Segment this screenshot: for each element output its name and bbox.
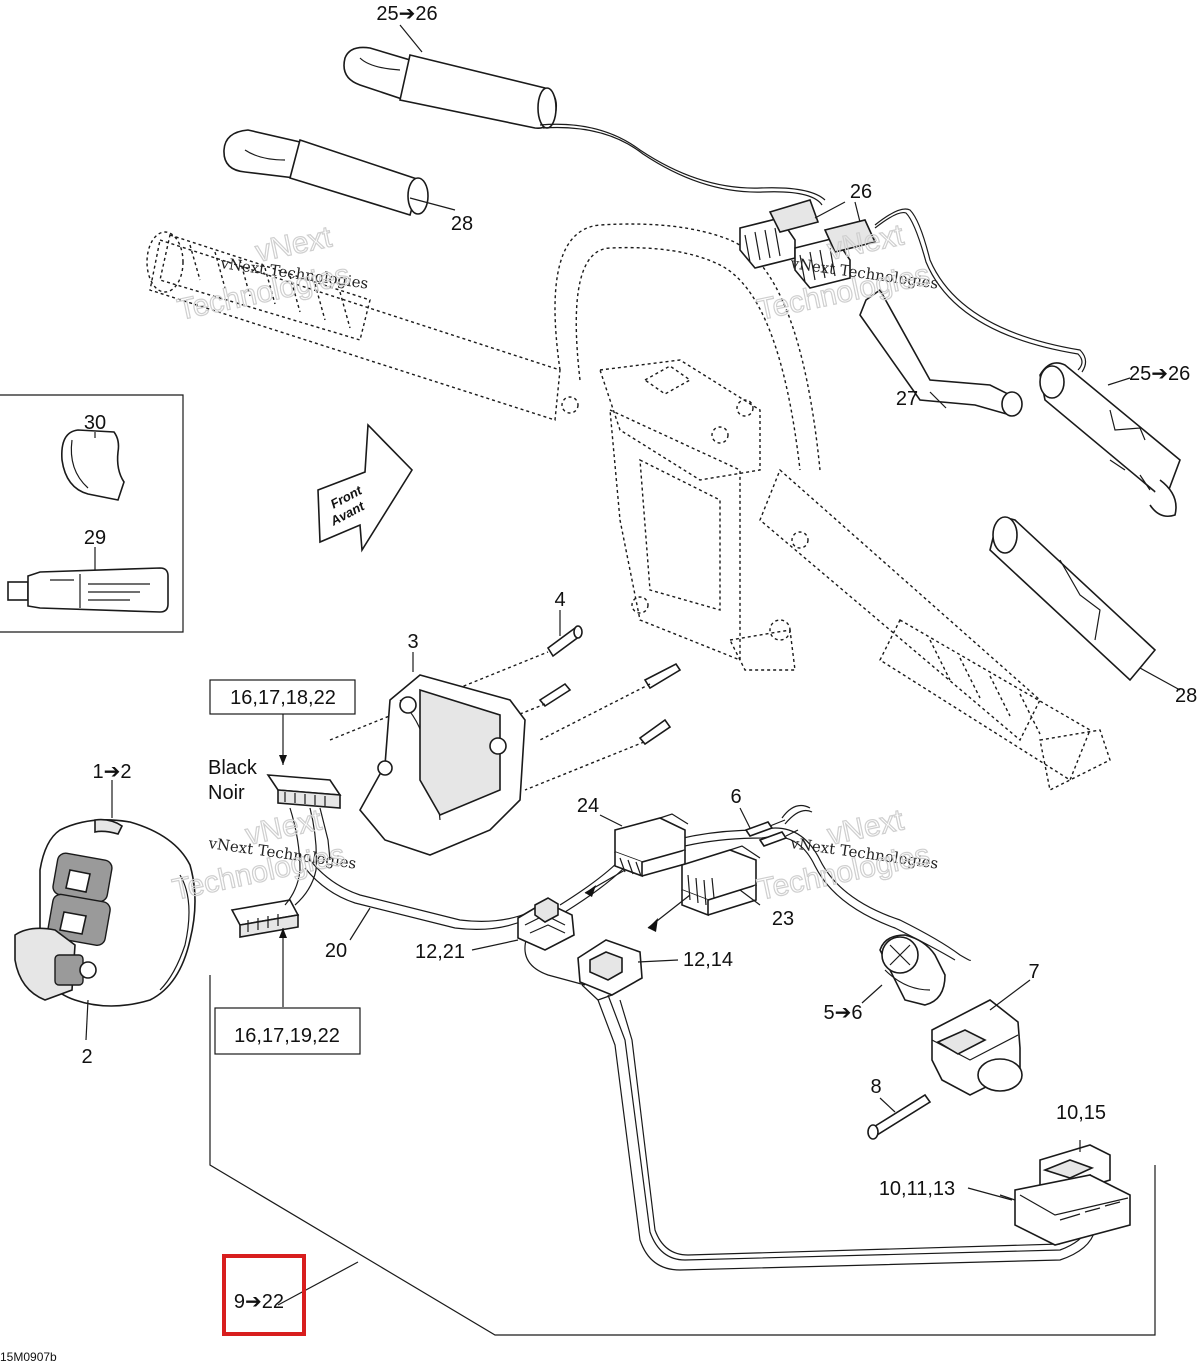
- part-28-right-tube: [989, 516, 1157, 682]
- callout-29: 29: [84, 527, 106, 549]
- callout-10-11-13: 10,11,13: [879, 1178, 955, 1200]
- part-30-clip: [61, 429, 125, 501]
- part-24-connector: [584, 813, 689, 897]
- connector-12-21: [517, 897, 575, 951]
- watermark-left-mid: vNext Technologies vNext Technologies: [169, 803, 358, 908]
- part-25-26-right-grip: [1039, 362, 1181, 518]
- svg-text:vNext: vNext: [825, 218, 908, 266]
- part-28-top-grip: [223, 129, 429, 217]
- connector-12-14: [577, 939, 643, 1001]
- harness-outline: [209, 975, 1156, 1336]
- callout-28-top: 28: [451, 213, 473, 235]
- callout-1-2: 1➔2: [92, 761, 131, 783]
- callout-3: 3: [407, 631, 418, 653]
- part-25-26-top-grip: [343, 46, 826, 206]
- callout-box-16-17-18-22: [209, 679, 356, 715]
- part-5-6-switch: [861, 934, 946, 1006]
- watermark-left-top: vNext Technologies vNext Technologies: [174, 220, 370, 328]
- callout-5-6: 5➔6: [823, 1002, 862, 1024]
- connector-black: [266, 774, 342, 809]
- callout-25-26-top: 25➔26: [376, 3, 437, 25]
- part-4-screws: [329, 610, 682, 791]
- part-1-2-switch-housing: [14, 780, 196, 1041]
- callout-leaders: [279, 24, 1181, 1007]
- part-3-cover: [359, 652, 526, 856]
- part-26-connectors: [739, 199, 1087, 373]
- callout-8: 8: [870, 1076, 881, 1098]
- callout-20: 20: [325, 940, 347, 962]
- part-7-block: [931, 979, 1031, 1096]
- part-29-tube: [7, 567, 169, 613]
- callout-4: 4: [554, 589, 565, 611]
- callout-9-22: 9➔22: [234, 1291, 284, 1313]
- callout-26: 26: [850, 181, 872, 203]
- label-noir: Noir: [208, 782, 245, 804]
- callout-23: 23: [772, 908, 794, 930]
- callout-30: 30: [84, 412, 106, 434]
- callout-28-right: 28: [1175, 685, 1197, 707]
- watermark-right-mid: vNext Technologies vNext Technologies: [754, 803, 940, 908]
- part-8-pin: [867, 1093, 932, 1140]
- drawing-code: 15M0907b: [0, 1350, 57, 1364]
- part-10-connector-block: [967, 1140, 1131, 1246]
- part-6-terminals: [739, 807, 799, 847]
- callout-7: 7: [1028, 961, 1039, 983]
- callout-10-15: 10,15: [1056, 1102, 1106, 1124]
- callout-12-21: 12,21: [415, 941, 465, 963]
- part-27-tube: [859, 288, 1023, 417]
- callout-2: 2: [81, 1046, 92, 1068]
- part-23-connector: [647, 845, 761, 932]
- callout-16-17-18-22: 16,17,18,22: [230, 687, 336, 709]
- handlebar: [146, 223, 1111, 792]
- connector-white: [230, 899, 300, 938]
- callout-16-17-19-22: 16,17,19,22: [234, 1025, 340, 1047]
- callout-27: 27: [896, 388, 918, 410]
- label-black: Black: [208, 757, 258, 779]
- callout-12-14: 12,14: [683, 949, 733, 971]
- front-arrow: Front Avant: [317, 423, 414, 553]
- callout-box-16-17-19-22: [214, 1007, 361, 1055]
- callout-24: 24: [577, 795, 599, 817]
- highlight-9-22: [222, 1254, 306, 1336]
- callout-25-26-right: 25➔26: [1129, 363, 1190, 385]
- svg-text:vNext: vNext: [253, 220, 336, 268]
- inset-box: 30 29: [0, 394, 184, 633]
- callout-6: 6: [730, 786, 741, 808]
